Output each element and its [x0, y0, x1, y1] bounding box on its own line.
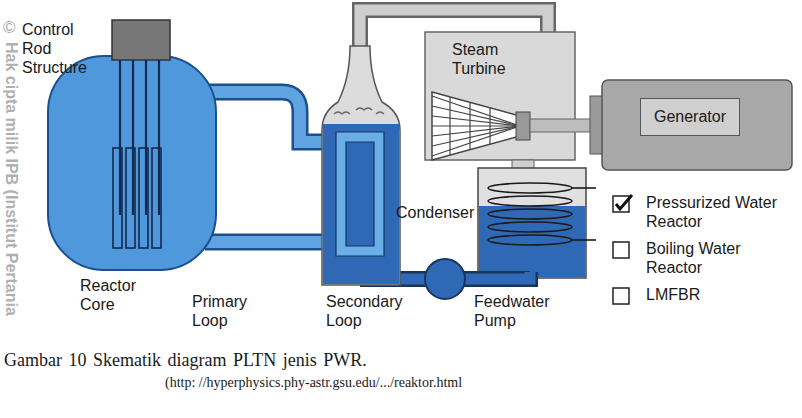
part-label: Control Rod Structure — [22, 20, 104, 77]
legend-checkbox — [612, 286, 634, 306]
turbine-housing — [425, 32, 575, 160]
legend-text: Boiling Water Reactor — [646, 239, 786, 277]
watermark: © — [3, 18, 16, 38]
control-rod-drive — [112, 20, 170, 60]
primary-pipe-outline — [205, 234, 340, 251]
legend-text: LMFBR — [646, 285, 786, 304]
watermark: Hak cipta milik IPB (Institut Pertania — [2, 42, 21, 316]
legend-text: Pressurized Water Reactor — [646, 193, 786, 231]
generator-housing — [602, 80, 792, 170]
fuel-assemblies — [113, 148, 161, 248]
turbine-rotor — [432, 92, 520, 160]
legend-checkbox — [612, 194, 634, 214]
part-label: Feedwater Pump — [474, 292, 558, 330]
turbine-blades — [432, 96, 520, 156]
steam-bubbles — [334, 108, 384, 114]
part-label: Secondary Loop — [326, 292, 406, 330]
primary-pipe — [205, 236, 340, 248]
part-label: Steam Turbine — [452, 40, 522, 78]
condenser-coil — [488, 183, 596, 245]
figure-caption: Gambar 10 Skematik diagram PLTN jenis PW… — [4, 350, 367, 371]
steam-generator-water — [323, 124, 399, 284]
part-label: Primary Loop — [192, 292, 262, 330]
generator-label-box: Generator — [640, 98, 740, 136]
legend-row: Pressurized Water Reactor — [612, 193, 797, 231]
legend-row: LMFBR — [612, 285, 797, 306]
part-label: Reactor Core — [80, 276, 150, 314]
legend-row: Boiling Water Reactor — [612, 239, 797, 277]
u-tube-bundle — [336, 132, 384, 256]
source-note: (http: //hyperphysics.phy-astr.gsu.edu/.… — [165, 374, 462, 391]
node-text: Generator — [654, 108, 726, 126]
legend-checkbox — [612, 240, 634, 260]
condenser-water — [479, 206, 585, 277]
primary-pipe — [205, 92, 340, 142]
reactor-vessel — [48, 56, 216, 270]
feedwater-pump — [425, 259, 465, 299]
steam-generator — [322, 46, 400, 285]
condenser-shell — [478, 168, 586, 278]
legend: Pressurized Water ReactorBoiling Water R… — [612, 193, 797, 314]
primary-pipe-outline — [205, 92, 340, 142]
part-label: Condenser — [396, 203, 474, 222]
turbine-hub — [516, 112, 530, 140]
